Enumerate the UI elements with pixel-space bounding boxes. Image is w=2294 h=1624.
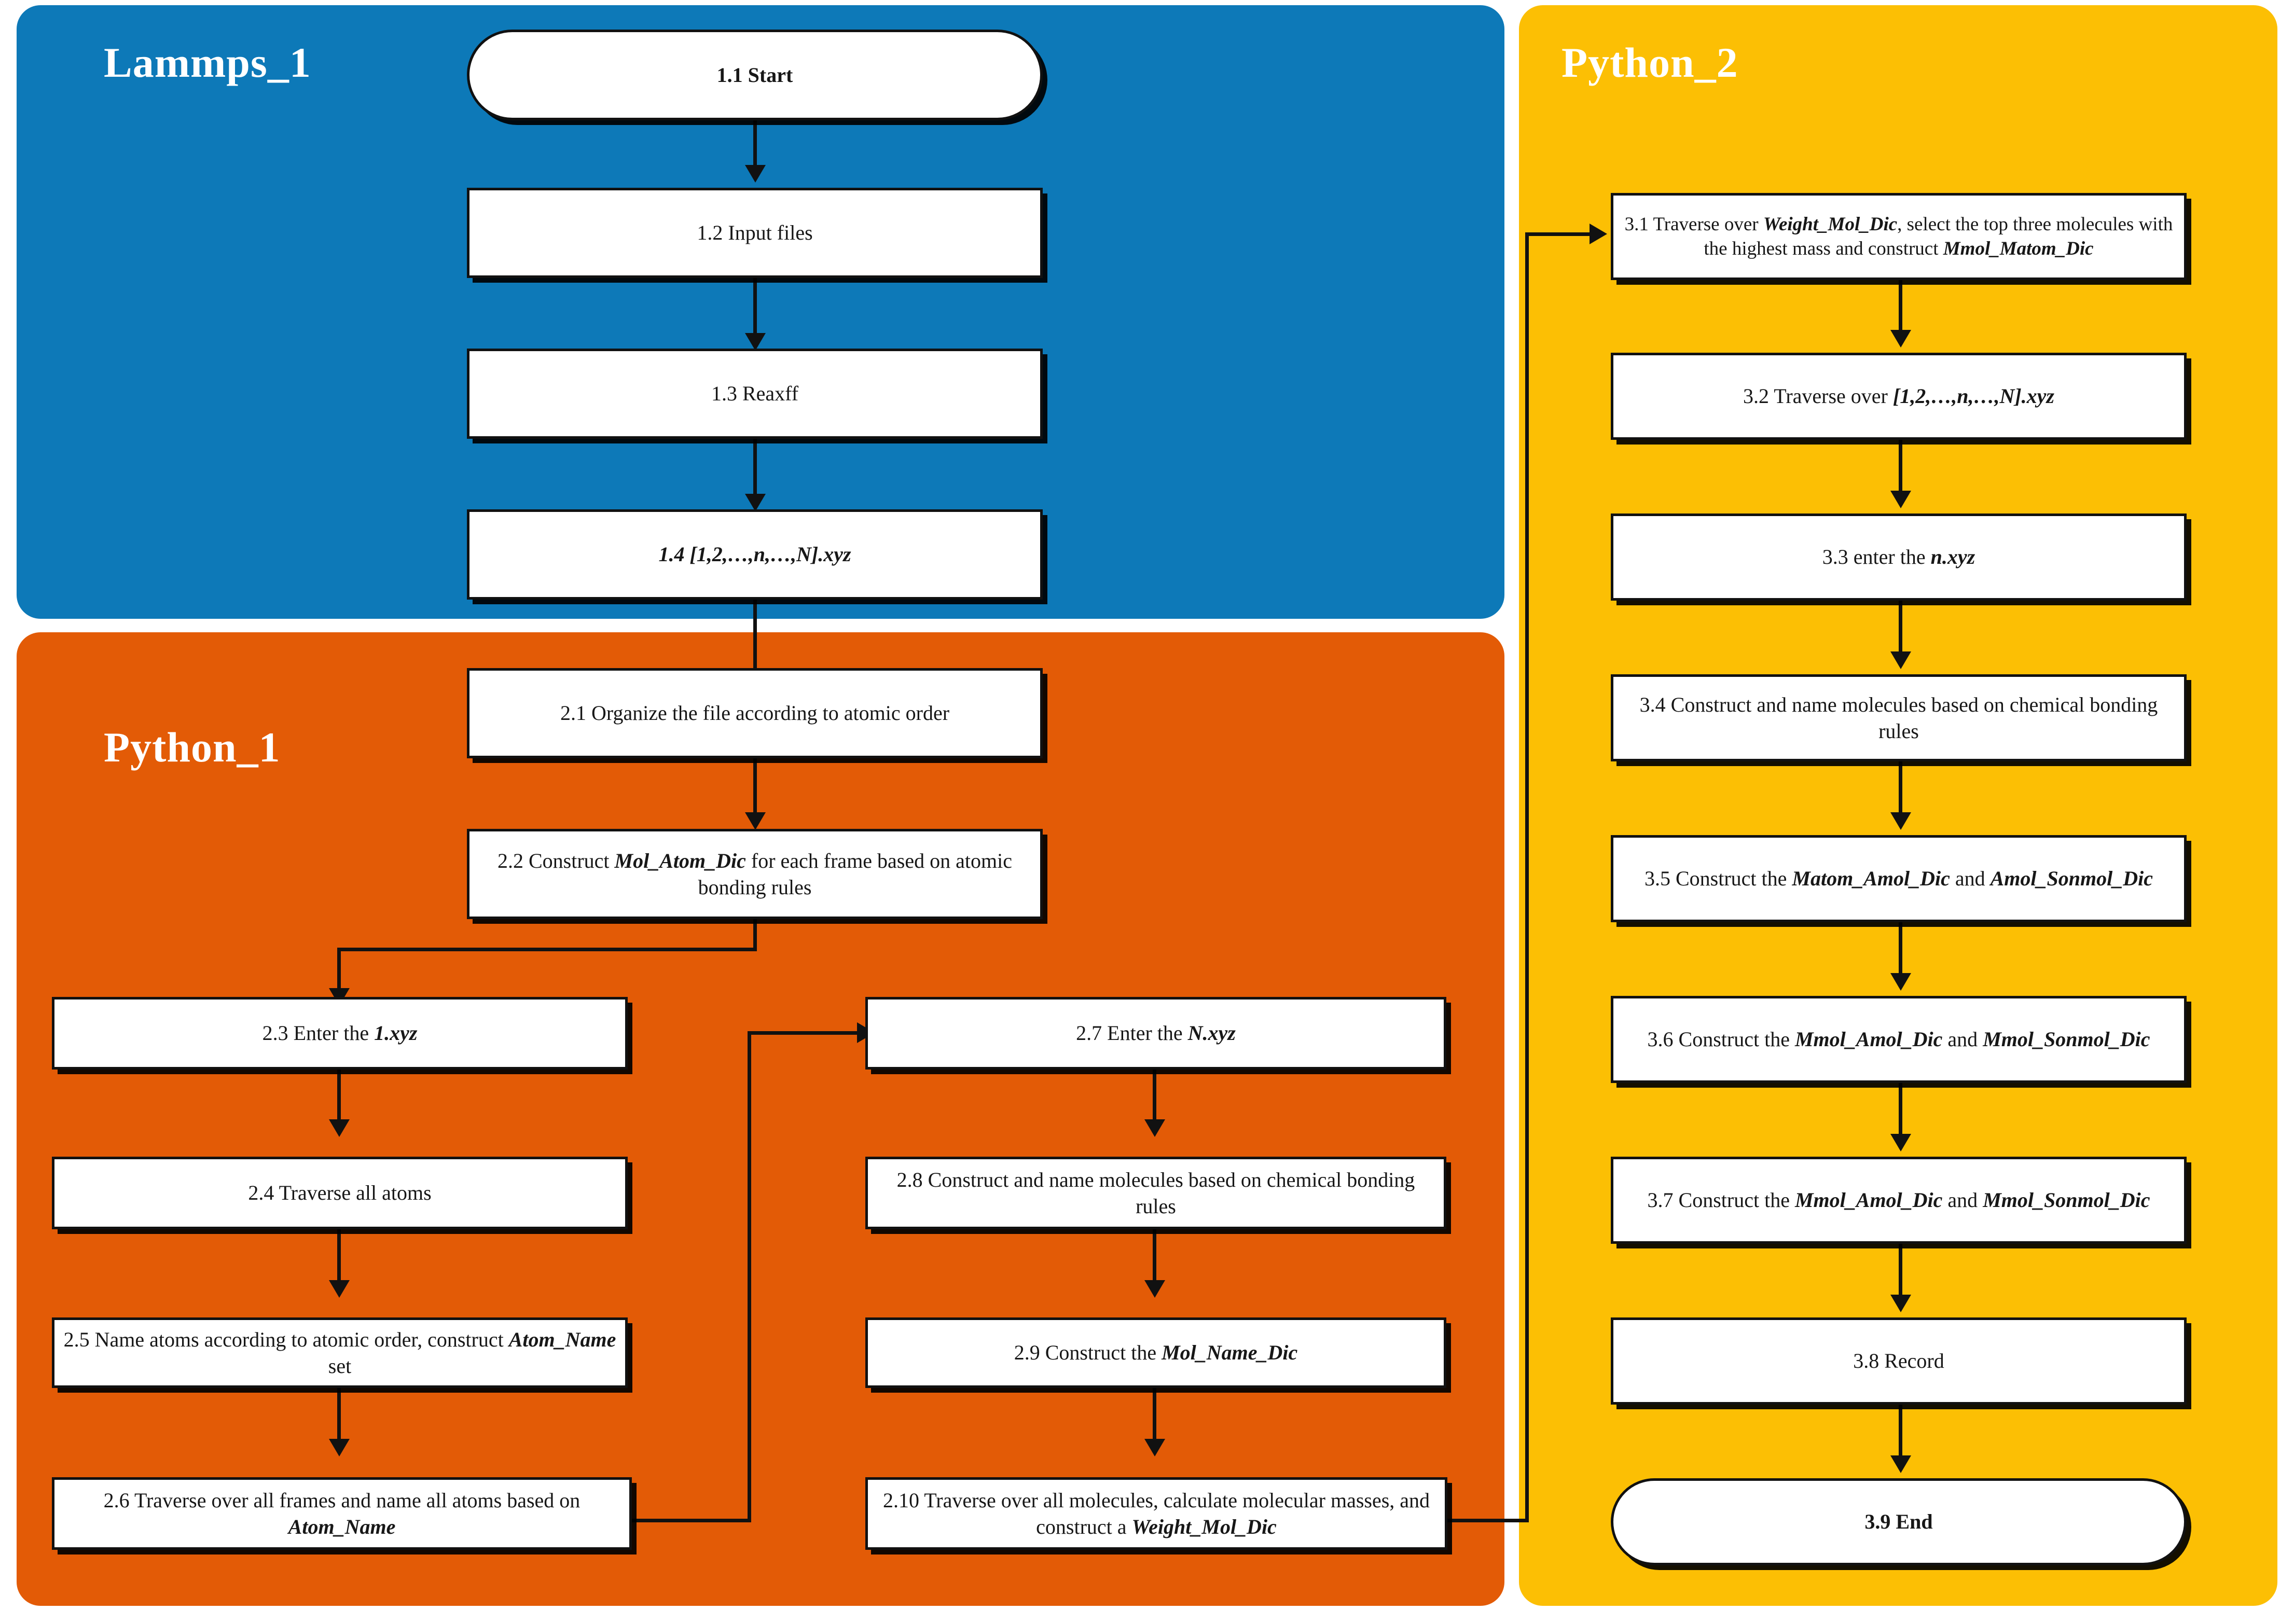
node-2-1-organize-file[interactable]: 2.1 Organize the file according to atomi… [467, 668, 1043, 758]
node-2-9-construct-mol-name-dic[interactable]: 2.9 Construct the Mol_Name_Dic [865, 1317, 1446, 1388]
edge-n32-n33 [1899, 440, 1902, 498]
edge-n29-n210 [1153, 1388, 1156, 1446]
edge-n29-n210-arrowhead [1144, 1439, 1165, 1456]
node-3-2-traverse-xyz[interactable]: 3.2 Traverse over [1,2,…,n,…,N].xyz [1611, 353, 2187, 440]
node-label: 1.4 [1,2,…,n,…,N].xyz [477, 541, 1033, 567]
node-label: 3.1 Traverse over Weight_Mol_Dic, select… [1624, 213, 2173, 259]
edge-n36-n37-arrowhead [1890, 1134, 1911, 1151]
edge-n13-n14-arrowhead [745, 494, 766, 511]
edge-n22-n23-seg-down [753, 919, 757, 951]
node-label: 3.6 Construct the Mmol_Amol_Dic and Mmol… [1647, 1028, 2150, 1051]
edge-n38-n39-arrowhead [1890, 1455, 1911, 1473]
lane-title-python-1: Python_1 [104, 724, 281, 771]
node-2-3-enter-1-xyz[interactable]: 2.3 Enter the 1.xyz [52, 997, 628, 1070]
edge-n13-n14 [753, 439, 757, 501]
edge-n33-n34 [1899, 601, 1902, 659]
edge-n34-n35 [1899, 761, 1902, 820]
node-label: 2.7 Enter the N.xyz [1076, 1021, 1236, 1045]
edge-n24-n25 [337, 1229, 341, 1287]
node-3-1-traverse-weight-mol-dic[interactable]: 3.1 Traverse over Weight_Mol_Dic, select… [1611, 193, 2187, 280]
edge-n37-n38 [1899, 1244, 1902, 1302]
edge-n22-n23-seg-down2 [337, 948, 341, 997]
edge-n26-n27-seg-right2 [748, 1031, 864, 1035]
node-1-2-input-files[interactable]: 1.2 Input files [467, 188, 1043, 278]
node-label: 3.8 Record [1853, 1349, 1944, 1373]
node-label: 2.10 Traverse over all molecules, calcul… [882, 1488, 1430, 1538]
edge-n27-n28-arrowhead [1144, 1119, 1165, 1137]
edge-n31-n32 [1899, 280, 1902, 337]
edge-n22-n23-seg-left [337, 948, 757, 951]
node-3-7-construct-mmol-amol-dic[interactable]: 3.7 Construct the Mmol_Amol_Dic and Mmol… [1611, 1157, 2187, 1244]
node-label: 2.3 Enter the 1.xyz [262, 1021, 418, 1045]
edge-n21-n22-arrowhead [745, 812, 766, 830]
node-label: 1.1 Start [716, 63, 793, 87]
edge-n38-n39 [1899, 1405, 1902, 1463]
node-2-2-construct-mol-atom-dic[interactable]: 2.2 Construct Mol_Atom_Dic for each fram… [467, 829, 1043, 919]
edge-n14-n21 [753, 600, 757, 676]
node-1-3-reaxff[interactable]: 1.3 Reaxff [467, 349, 1043, 439]
node-2-7-enter-n-xyz[interactable]: 2.7 Enter the N.xyz [865, 997, 1446, 1070]
edge-n26-n27-seg-up [748, 1031, 751, 1522]
edge-n25-n26 [337, 1388, 341, 1446]
node-label: 3.9 End [1864, 1510, 1933, 1534]
lane-python-1 [17, 632, 1504, 1606]
edge-n34-n35-arrowhead [1890, 812, 1911, 830]
edge-n28-n29-arrowhead [1144, 1280, 1165, 1298]
edge-n31-n32-arrowhead [1890, 330, 1911, 348]
edge-n35-n36-arrowhead [1890, 973, 1911, 991]
edge-n27-n28 [1153, 1070, 1156, 1127]
node-label-italic: 1.4 [1,2,…,n,…,N].xyz [658, 543, 851, 566]
node-3-4-construct-name-molecules[interactable]: 3.4 Construct and name molecules based o… [1611, 674, 2187, 761]
node-label: 1.3 Reaxff [711, 382, 799, 406]
node-3-8-record[interactable]: 3.8 Record [1611, 1317, 2187, 1405]
node-label: 2.4 Traverse all atoms [248, 1181, 432, 1205]
node-2-10-molecular-masses[interactable]: 2.10 Traverse over all molecules, calcul… [865, 1477, 1447, 1550]
node-label: 2.2 Construct Mol_Atom_Dic for each fram… [498, 849, 1012, 899]
edge-n210-n31-seg-up [1525, 232, 1529, 1522]
node-label: 2.5 Name atoms according to atomic order… [63, 1327, 616, 1378]
node-3-9-end[interactable]: 3.9 End [1611, 1478, 2187, 1565]
edge-n12-n13 [753, 278, 757, 340]
node-1-1-start[interactable]: 1.1 Start [467, 30, 1043, 120]
edge-n210-n31-arrowhead [1590, 224, 1607, 244]
edge-n210-n31-seg-right [1447, 1519, 1528, 1522]
node-label: 3.4 Construct and name molecules based o… [1639, 692, 2158, 743]
edge-n33-n34-arrowhead [1890, 651, 1911, 669]
lane-title-lammps-1: Lammps_1 [104, 39, 311, 86]
node-3-6-construct-mmol-amol-dic[interactable]: 3.6 Construct the Mmol_Amol_Dic and Mmol… [1611, 996, 2187, 1083]
node-label: 2.9 Construct the Mol_Name_Dic [1014, 1341, 1298, 1365]
node-1-4-xyz-files[interactable]: 1.4 [1,2,…,n,…,N].xyz [467, 509, 1043, 600]
edge-n28-n29 [1153, 1229, 1156, 1287]
node-2-8-construct-name-molecules[interactable]: 2.8 Construct and name molecules based o… [865, 1157, 1446, 1229]
edge-n210-n31-seg-right2 [1525, 232, 1595, 236]
edge-n12-n13-arrowhead [745, 333, 766, 351]
node-label: 3.2 Traverse over [1,2,…,n,…,N].xyz [1743, 384, 2054, 408]
edge-n21-n22 [753, 758, 757, 820]
edge-n23-n24 [337, 1070, 341, 1127]
edge-n23-n24-arrowhead [329, 1119, 350, 1137]
edge-n11-n12 [753, 120, 757, 172]
lane-title-python-2: Python_2 [1561, 39, 1738, 86]
edge-n36-n37 [1899, 1083, 1902, 1141]
edge-n26-n27-seg-right [632, 1519, 751, 1522]
edge-n37-n38-arrowhead [1890, 1295, 1911, 1312]
node-3-5-construct-matom-amol-dic[interactable]: 3.5 Construct the Matom_Amol_Dic and Amo… [1611, 835, 2187, 922]
node-label: 3.5 Construct the Matom_Amol_Dic and Amo… [1644, 867, 2153, 891]
node-3-3-enter-n-xyz[interactable]: 3.3 enter the n.xyz [1611, 513, 2187, 601]
node-label: 1.2 Input files [697, 221, 813, 245]
edge-n11-n12-arrowhead [745, 165, 766, 183]
node-label: 2.1 Organize the file according to atomi… [560, 701, 950, 725]
node-2-6-traverse-frames[interactable]: 2.6 Traverse over all frames and name al… [52, 1477, 632, 1550]
edge-n35-n36 [1899, 922, 1902, 980]
edge-n32-n33-arrowhead [1890, 491, 1911, 508]
node-label: 2.8 Construct and name molecules based o… [896, 1168, 1415, 1218]
node-label: 3.3 enter the n.xyz [1822, 545, 1975, 569]
node-2-5-name-atoms[interactable]: 2.5 Name atoms according to atomic order… [52, 1317, 628, 1388]
node-label: 3.7 Construct the Mmol_Amol_Dic and Mmol… [1647, 1188, 2150, 1212]
edge-n24-n25-arrowhead [329, 1280, 350, 1298]
node-2-4-traverse-all-atoms[interactable]: 2.4 Traverse all atoms [52, 1157, 628, 1229]
edge-n25-n26-arrowhead [329, 1439, 350, 1456]
node-label: 2.6 Traverse over all frames and name al… [103, 1488, 581, 1538]
